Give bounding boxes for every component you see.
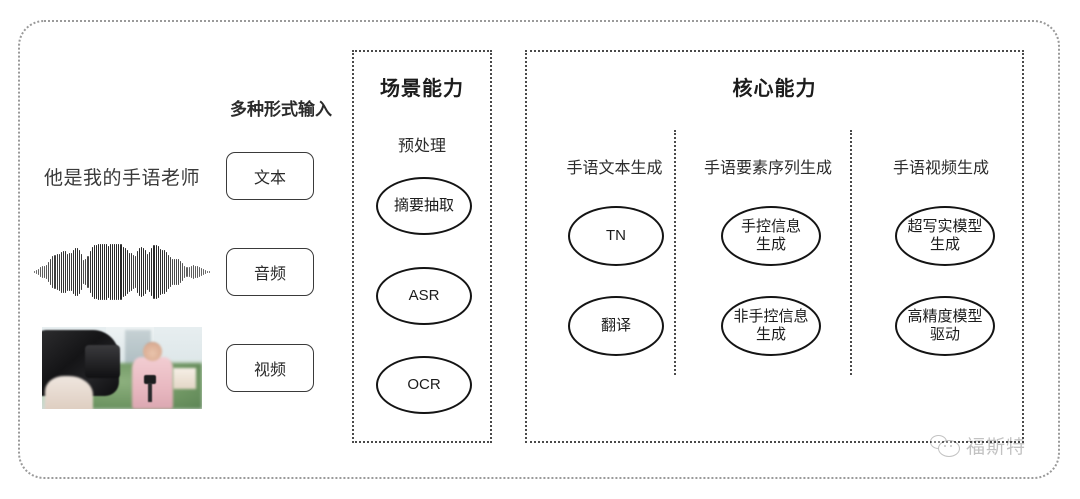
core-node[interactable]: 手控信息 生成: [721, 206, 821, 266]
input-tag-audio-label: 音频: [253, 266, 286, 283]
column-divider: [674, 130, 676, 375]
scene-node[interactable]: ASR: [376, 267, 472, 325]
core-node[interactable]: 高精度模型 驱动: [895, 296, 995, 356]
core-column-sign-video-generation: 手语视频生成 超写实模型 生成 高精度模型 驱动: [857, 124, 1025, 429]
core-panel-title: 核心能力: [732, 78, 817, 100]
input-tag-audio[interactable]: 音频: [226, 248, 314, 296]
video-thumbnail-slot: [30, 320, 214, 416]
scene-capability-panel: 场景能力 预处理 摘要抽取 ASR OCR: [352, 50, 492, 443]
scene-node[interactable]: 摘要抽取: [376, 177, 472, 235]
audio-waveform-icon: [33, 243, 211, 301]
scene-panel-title: 场景能力: [380, 78, 464, 100]
core-node[interactable]: 非手控信息 生成: [721, 296, 821, 356]
core-node[interactable]: 翻译: [568, 296, 664, 356]
scene-panel-subtitle: 预处理: [397, 138, 446, 155]
core-column-sign-text-generation: 手语文本生成 TN 翻译: [532, 124, 697, 429]
core-capability-panel: 核心能力 手语文本生成 TN 翻译 手语要素序列生成 手控信息 生成 非手控信息…: [525, 50, 1024, 443]
column-divider: [850, 130, 852, 375]
input-section: 多种形式输入 他是我的手语老师 文本 音频: [30, 95, 340, 425]
core-column-sign-element-sequence-generation: 手语要素序列生成 手控信息 生成 非手控信息 生成: [679, 124, 857, 429]
outer-dotted-frame: [18, 20, 1060, 479]
input-section-heading: 多种形式输入: [230, 100, 332, 119]
core-column-heading: 手语要素序列生成: [703, 160, 832, 177]
input-tag-video[interactable]: 视频: [226, 344, 314, 392]
wechat-bubbles-icon: [930, 434, 960, 457]
input-tag-video-label: 视频: [253, 362, 286, 379]
input-row-text: 他是我的手语老师 文本: [30, 128, 340, 224]
video-thumbnail-image: [42, 327, 202, 409]
watermark-text: 福斯特: [966, 437, 1027, 458]
sample-text: 他是我的手语老师: [43, 167, 200, 189]
input-tag-text-label: 文本: [253, 170, 286, 187]
core-column-heading: 手语视频生成: [892, 160, 989, 177]
input-row-audio: 音频: [30, 224, 340, 320]
audio-waveform-slot: [30, 224, 214, 320]
input-row-video: 视频: [30, 320, 340, 416]
text-sample-slot: 他是我的手语老师: [30, 128, 214, 224]
core-node[interactable]: 超写实模型 生成: [895, 206, 995, 266]
core-node[interactable]: TN: [568, 206, 664, 266]
scene-node[interactable]: OCR: [376, 356, 472, 414]
input-tag-text[interactable]: 文本: [226, 152, 314, 200]
watermark: 福斯特: [930, 432, 1026, 459]
core-column-heading: 手语文本生成: [566, 160, 663, 177]
